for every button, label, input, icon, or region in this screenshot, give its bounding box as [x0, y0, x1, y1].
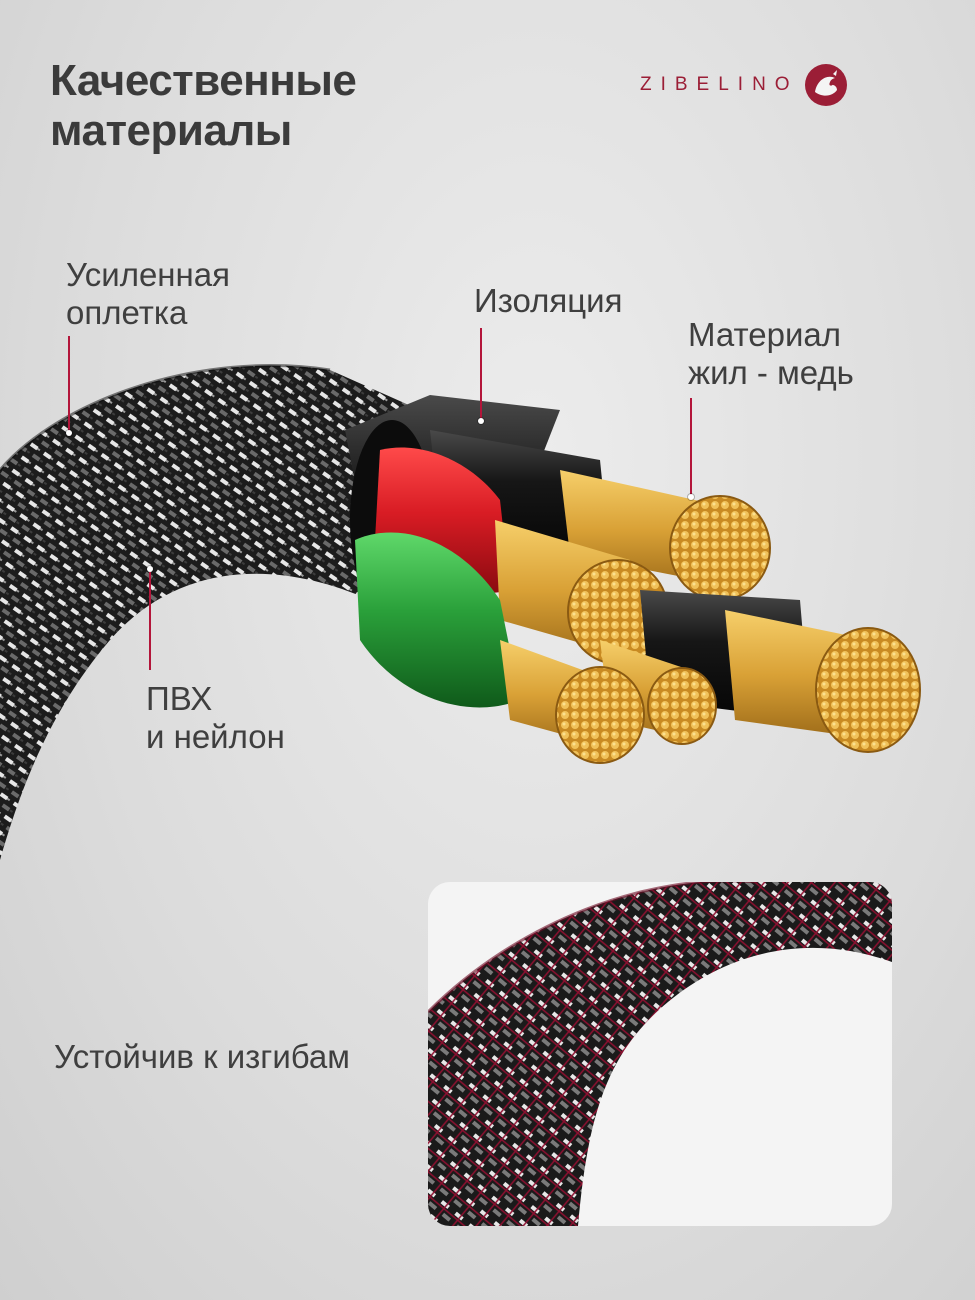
callout-braid-line-1: Усиленная — [66, 256, 230, 293]
callout-core-line-1: Материал — [688, 316, 841, 353]
callout-pvc-pointer — [149, 572, 151, 670]
callout-pvc-line-1: ПВХ — [146, 680, 213, 717]
callout-core: Материал жил - медь — [688, 316, 854, 392]
callout-core-dot — [688, 494, 694, 500]
callout-braid-dot — [66, 430, 72, 436]
callout-insulation-line-1: Изоляция — [474, 282, 623, 319]
bent-cable-image — [428, 882, 892, 1226]
callout-braid-pointer — [68, 336, 70, 432]
callout-core-pointer — [690, 398, 692, 496]
callout-pvc: ПВХ и нейлон — [146, 680, 285, 756]
brand-logo: ZIBELINO — [640, 62, 849, 108]
callout-braid-line-2: оплетка — [66, 294, 188, 331]
callout-pvc-line-2: и нейлон — [146, 718, 285, 755]
callout-core-line-2: жил - медь — [688, 354, 854, 391]
brand-name: ZIBELINO — [640, 74, 799, 95]
bend-resistance-label: Устойчив к изгибам — [54, 1038, 350, 1075]
bend-photo-card — [428, 882, 892, 1226]
callout-insulation-pointer — [480, 328, 482, 420]
page-title: Качественные материалы — [50, 56, 357, 156]
callout-braid: Усиленная оплетка — [66, 256, 230, 332]
sable-logo-icon — [804, 64, 847, 106]
callout-pvc-dot — [147, 566, 153, 572]
callout-insulation-dot — [478, 418, 484, 424]
page-title-line-2: материалы — [50, 106, 292, 155]
callout-insulation: Изоляция — [474, 282, 622, 320]
braided-sleeve — [0, 365, 420, 860]
page-title-line-1: Качественные — [50, 56, 357, 105]
